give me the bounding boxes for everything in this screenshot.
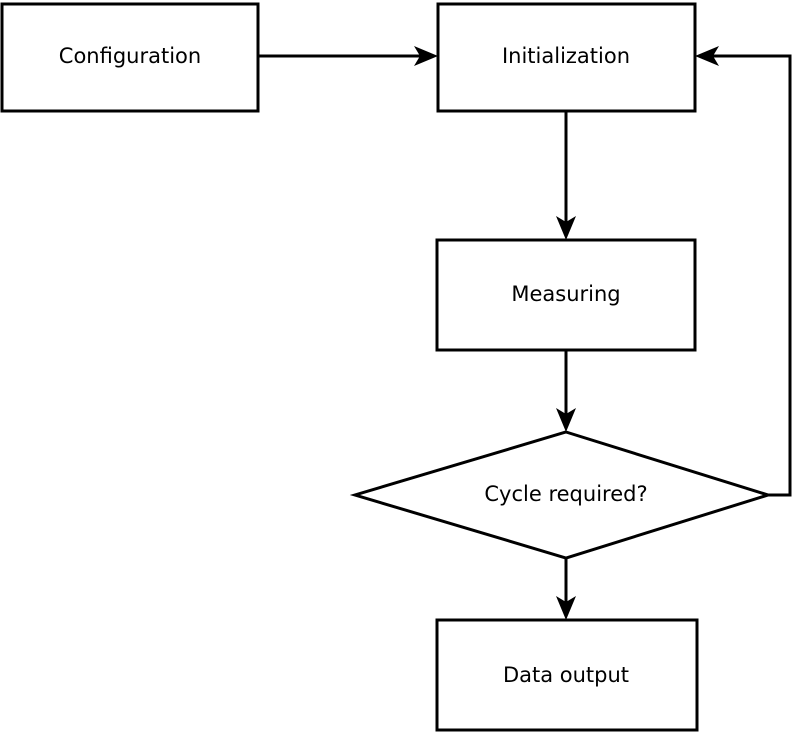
edge-measuring-cycle [556,350,576,432]
node-shape-measuring[interactable] [435,238,697,352]
node-shape-cycle-required[interactable] [349,430,774,560]
edge-initialization-measuring [556,111,576,240]
arrow-head-into-initialization-right [695,46,719,66]
arrow-head-into-initialization-left [414,46,438,66]
node-label-data-output: Data output [503,663,629,687]
edge-line-cycle-initialization-loop [707,54,792,497]
node-shape-configuration[interactable] [0,2,260,113]
node-configuration[interactable]: Configuration [0,2,260,113]
arrow-head-into-cycle-top [556,408,576,432]
node-data-output[interactable]: Data output [435,618,699,732]
edge-configuration-initialization [258,46,438,66]
arrow-head-into-measuring-top [556,216,576,240]
node-shape-initialization[interactable] [436,2,697,113]
node-label-cycle-required: Cycle required? [484,482,647,506]
node-cycle-required[interactable]: Cycle required? [349,430,774,560]
node-measuring[interactable]: Measuring [435,238,697,352]
node-initialization[interactable]: Initialization [436,2,697,113]
arrow-head-into-data-output-top [556,596,576,620]
node-shape-data-output[interactable] [435,618,699,732]
node-label-configuration: Configuration [59,44,201,68]
edge-cycle-data-output [556,558,576,620]
node-label-initialization: Initialization [502,44,630,68]
edge-cycle-initialization-loop [695,46,792,497]
node-label-measuring: Measuring [511,282,620,306]
